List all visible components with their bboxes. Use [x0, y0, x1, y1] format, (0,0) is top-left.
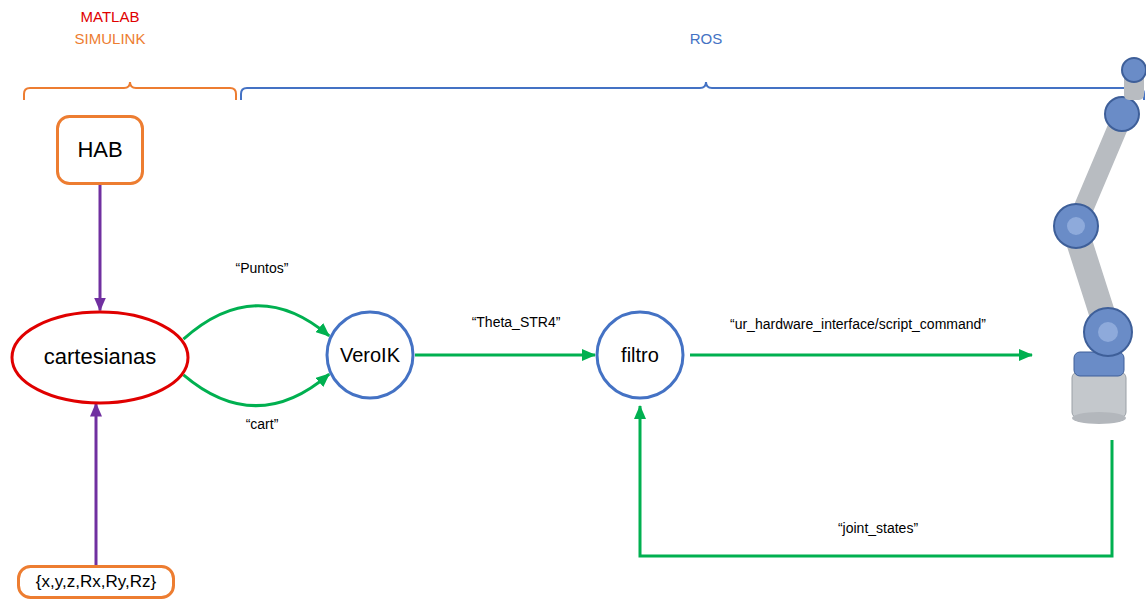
node-text: cartesianas — [44, 344, 157, 370]
flow-arrow — [183, 306, 329, 339]
flow-arrow — [99, 185, 102, 311]
node-text: VeroIK — [340, 344, 400, 367]
node-text: HAB — [77, 137, 122, 163]
node-text: filtro — [621, 344, 659, 367]
robot-arm — [1054, 58, 1146, 424]
flow-arrow — [183, 374, 329, 406]
topic-label: “ur_hardware_interface/script_command” — [730, 316, 986, 332]
platform-label: ROS — [690, 30, 723, 47]
command-arrow — [690, 354, 1032, 357]
flow-arrow — [95, 404, 98, 566]
platform-label: SIMULINK — [75, 30, 146, 47]
process-ellipse: cartesianas — [10, 310, 190, 405]
topic-label: “Puntos” — [234, 260, 291, 276]
topic-label: “cart” — [244, 416, 281, 432]
topic-label: “joint_states” — [838, 520, 918, 536]
input-box: HAB — [56, 115, 144, 185]
platform-label: MATLAB — [81, 8, 140, 25]
process-ellipse: VeroIK — [325, 310, 415, 400]
ros-bracket — [241, 82, 1144, 100]
simulink-bracket — [24, 82, 236, 100]
input-box: {x,y,z,Rx,Ry,Rz} — [17, 565, 175, 599]
node-text: {x,y,z,Rx,Ry,Rz} — [36, 572, 156, 592]
process-ellipse: filtro — [595, 310, 685, 400]
flow-arrow — [415, 354, 595, 357]
topic-label: “Theta_STR4” — [470, 314, 563, 330]
feedback-arrow — [640, 406, 1112, 556]
